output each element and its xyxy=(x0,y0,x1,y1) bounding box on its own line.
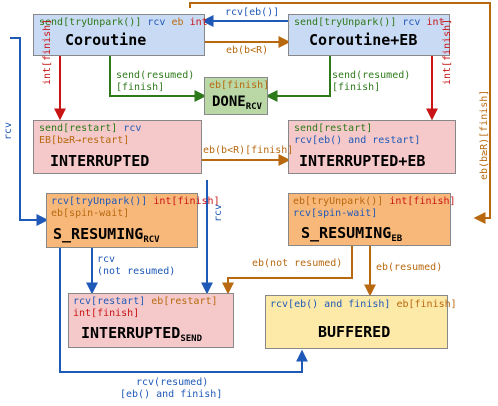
edge-rcv-down xyxy=(180,55,207,115)
interrupted-send-title-sub: SEND xyxy=(180,334,203,344)
coroutine-eb-label: eb xyxy=(171,17,184,28)
s-resuming-rcv-title: S_RESUMINGRCV xyxy=(53,225,160,245)
s-resuming-eb-title-text: S_RESUMING xyxy=(301,224,392,242)
edge-label-send-resumed-left-2: [finish] xyxy=(116,82,165,93)
coroutine-eb-title: Coroutine+EB xyxy=(309,31,418,49)
edge-label-rcv-down: rcv xyxy=(213,203,224,222)
s-resuming-rcv-rcv-label: rcv[tryUnpark()] xyxy=(51,196,148,207)
edge-label-rcv-not-resumed-1: rcv xyxy=(97,254,116,265)
edge-label-eb-b-lt-r-finish: eb(b<R)[finish] xyxy=(203,145,294,156)
interrupted-send-int-label: int[finish] xyxy=(73,308,140,319)
edge-send-resumed-right xyxy=(265,55,331,102)
node-done-rcv: eb[finish] DONERCV xyxy=(204,77,270,115)
node-interrupted: send[restart] rcv EB[b≥R→restart] INTERR… xyxy=(33,120,202,174)
coroutine-eb-send-label: send[tryUnpark()] xyxy=(294,17,397,28)
node-coroutine-eb: send[tryUnpark()] rcv int Coroutine+EB xyxy=(288,14,450,56)
edge-eb-not-resumed xyxy=(222,246,353,295)
coroutine-int-label: int xyxy=(189,17,208,28)
coroutine-eb-int-label: int xyxy=(426,17,445,28)
s-resuming-eb-rcv-label: rcv[spin-wait] xyxy=(293,208,378,219)
edge-rcv-left xyxy=(10,37,49,226)
edge-label-eb-resumed: eb(resumed) xyxy=(376,262,443,273)
edge-send-resumed-left xyxy=(109,55,207,102)
edge-label-send-resumed-right-1: send(resumed) xyxy=(332,70,411,81)
edge-label-rcv-left: rcv xyxy=(3,121,14,140)
coroutine-rcv-label: rcv xyxy=(147,17,166,28)
interrupted-title: INTERRUPTED xyxy=(50,152,150,170)
edge-label-int-finish-right: int[finish] xyxy=(442,18,453,85)
s-resuming-eb-title-sub: EB xyxy=(391,234,403,244)
edge-label-rcv-resumed-1: rcv(resumed) xyxy=(136,377,209,388)
interrupted-rcv-label: rcv xyxy=(123,123,142,134)
interrupted-send-rcv-label: rcv[restart] xyxy=(73,296,146,307)
done-eb-finish-label: eb[finish] xyxy=(209,80,270,91)
buffered-rcv-label: rcv[eb() and finish] xyxy=(270,299,391,310)
node-s-resuming-rcv: rcv[tryUnpark()] int[finish] eb[spin-wai… xyxy=(46,193,220,248)
edge-label-eb-not-resumed: eb(not resumed) xyxy=(252,258,343,269)
edge-label-rcv-eb: rcv[eb()] xyxy=(225,7,280,18)
s-resuming-rcv-title-sub: RCV xyxy=(143,235,160,245)
interrupted-send-label: send[restart] xyxy=(39,123,118,134)
node-interrupted-send: rcv[restart] eb[restart] int[finish] INT… xyxy=(68,293,234,348)
s-resuming-eb-int-label: int[finish] xyxy=(389,196,456,207)
s-resuming-rcv-int-label: int[finish] xyxy=(153,196,220,207)
interrupted-send-title-text: INTERRUPTED xyxy=(81,324,181,342)
edge-label-send-resumed-right-2: [finish] xyxy=(332,82,381,93)
done-title-sub: RCV xyxy=(245,102,262,112)
buffered-eb-label: eb[finish] xyxy=(396,299,457,310)
edge-label-int-finish-left: int[finish] xyxy=(42,18,53,85)
s-resuming-rcv-eb-label: eb[spin-wait] xyxy=(51,208,130,219)
s-resuming-eb-eb-label: eb[tryUnpark()] xyxy=(293,196,384,207)
edge-rcv-resumed xyxy=(59,248,308,373)
node-coroutine: send[tryUnpark()] rcv eb int Coroutine xyxy=(33,14,208,56)
edge-label-eb-b-ge-r-finish: eb(b≥R)[finish] xyxy=(479,89,490,180)
edge-label-send-resumed-left-1: send(resumed) xyxy=(116,70,195,81)
s-resuming-rcv-title-text: S_RESUMING xyxy=(53,225,144,243)
node-s-resuming-eb: eb[tryUnpark()] int[finish] rcv[spin-wai… xyxy=(288,193,456,246)
edge-label-rcv-not-resumed-2: (not resumed) xyxy=(97,266,176,277)
buffered-title: BUFFERED xyxy=(318,323,391,341)
done-title: DONERCV xyxy=(212,94,262,112)
done-title-text: DONE xyxy=(212,94,246,110)
interrupted-send-eb-label: eb[restart] xyxy=(151,296,218,307)
node-interrupted-eb: send[restart] rcv[eb() and restart] INTE… xyxy=(288,120,456,174)
edge-label-eb-b-lt-r: eb(b<R) xyxy=(226,45,269,56)
s-resuming-eb-title: S_RESUMINGEB xyxy=(301,224,402,244)
interrupted-eb-send-label: send[restart] xyxy=(294,123,373,134)
coroutine-title: Coroutine xyxy=(65,31,147,49)
edge-eb-b-ge-r-finish xyxy=(189,2,491,224)
coroutine-eb-rcv-label: rcv xyxy=(402,17,421,28)
interrupted-eb-title: INTERRUPTED+EB xyxy=(299,152,426,170)
coroutine-send-label: send[tryUnpark()] xyxy=(39,17,142,28)
edge-label-rcv-resumed-2: [eb() and finish] xyxy=(120,389,223,400)
interrupted-eb-label: EB[b≥R→restart] xyxy=(39,135,130,146)
interrupted-send-title: INTERRUPTEDSEND xyxy=(81,324,202,344)
interrupted-eb-rcv-label: rcv[eb() and restart] xyxy=(294,135,421,146)
node-buffered: rcv[eb() and finish] eb[finish] BUFFERED xyxy=(265,295,457,349)
